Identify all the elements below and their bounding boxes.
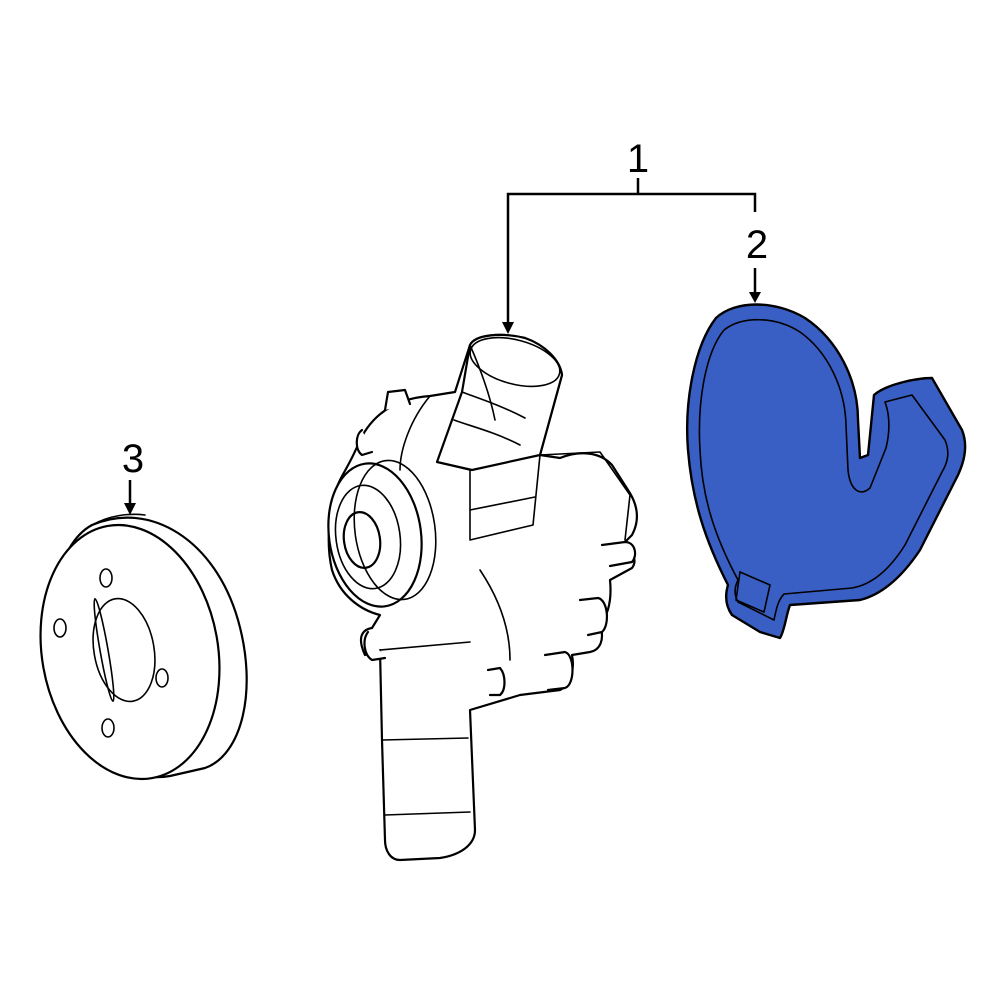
callout-3-leader bbox=[124, 480, 136, 515]
gasket-inner-edge bbox=[698, 318, 949, 621]
callout-3-label: 3 bbox=[122, 437, 144, 481]
gasket-body bbox=[686, 303, 967, 640]
callout-1-leader bbox=[502, 178, 757, 334]
callout-2-label: 2 bbox=[746, 223, 768, 267]
gasket-tab bbox=[735, 570, 771, 614]
water-pump-assembly-icon bbox=[327, 333, 638, 862]
callout-1-label: 1 bbox=[627, 137, 649, 181]
callout-2-leader bbox=[749, 268, 761, 303]
pulley-icon bbox=[39, 513, 248, 781]
gasket-icon bbox=[686, 303, 967, 640]
